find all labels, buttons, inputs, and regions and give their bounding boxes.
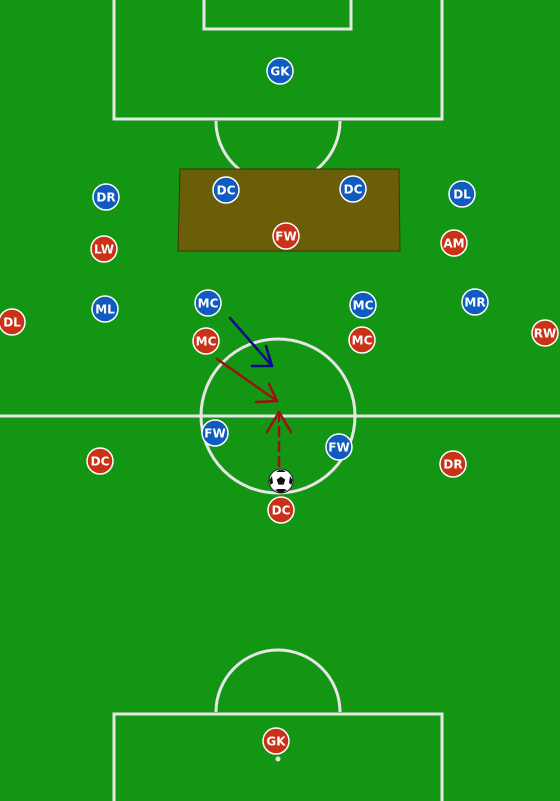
blue-player-mc-left[interactable]: MC xyxy=(194,289,222,317)
red-player-lw-label: LW xyxy=(94,243,114,257)
soccer-ball-icon[interactable] xyxy=(268,468,294,494)
red-player-gk[interactable]: GK xyxy=(262,727,290,755)
blue-player-mc-right[interactable]: MC xyxy=(349,291,377,319)
blue-player-gk-label: GK xyxy=(270,65,290,79)
red-player-rw[interactable]: RW xyxy=(531,319,559,347)
blue-team: GK DC DC DR DL ML MC MC xyxy=(91,57,489,461)
blue-arrow xyxy=(228,316,274,368)
red-player-fw-label: FW xyxy=(275,230,296,244)
red-player-gk-label: GK xyxy=(266,735,286,749)
red-player-dl[interactable]: DL xyxy=(0,308,26,336)
blue-player-dc-left-label: DC xyxy=(217,184,236,198)
red-player-mc-right[interactable]: MC xyxy=(348,326,376,354)
blue-player-dc-right-label: DC xyxy=(344,183,363,197)
blue-player-dc-right[interactable]: DC xyxy=(339,175,367,203)
red-player-lw[interactable]: LW xyxy=(90,235,118,263)
blue-player-dl-label: DL xyxy=(453,188,471,202)
bottom-penalty-arc xyxy=(214,648,342,713)
red-player-mc-left-label: MC xyxy=(196,335,217,349)
blue-player-dr-label: DR xyxy=(96,191,115,205)
blue-player-fw-right-label: FW xyxy=(328,441,349,455)
blue-player-dr[interactable]: DR xyxy=(92,183,120,211)
red-player-mc-right-label: MC xyxy=(352,334,373,348)
red-team: FW LW AM DL RW MC MC DC xyxy=(0,222,559,755)
bottom-penalty-box xyxy=(112,712,444,801)
blue-player-mc-left-label: MC xyxy=(198,297,219,311)
red-player-dc-left[interactable]: DC xyxy=(86,447,114,475)
blue-player-gk[interactable]: GK xyxy=(266,57,294,85)
blue-player-mr-label: MR xyxy=(464,296,485,310)
blue-player-fw-left-label: FW xyxy=(204,427,225,441)
red-player-dc-center[interactable]: DC xyxy=(267,496,295,524)
blue-player-dl[interactable]: DL xyxy=(448,180,476,208)
blue-player-fw-left[interactable]: FW xyxy=(201,419,229,447)
arrows xyxy=(215,316,293,468)
top-goal-box xyxy=(202,0,353,31)
red-player-fw[interactable]: FW xyxy=(272,222,300,250)
red-arrow-vertical xyxy=(265,410,293,468)
blue-player-fw-right[interactable]: FW xyxy=(325,433,353,461)
red-player-dl-label: DL xyxy=(3,316,21,330)
red-player-dr[interactable]: DR xyxy=(439,450,467,478)
blue-player-mc-right-label: MC xyxy=(353,299,374,313)
blue-player-ml[interactable]: ML xyxy=(91,295,119,323)
blue-player-ml-label: ML xyxy=(95,303,115,317)
top-penalty-box xyxy=(112,0,444,121)
red-player-dc-left-label: DC xyxy=(91,455,110,469)
penalty-spot xyxy=(275,756,281,762)
blue-player-mr[interactable]: MR xyxy=(461,288,489,316)
red-player-rw-label: RW xyxy=(534,327,556,341)
red-player-am-label: AM xyxy=(443,237,464,251)
red-player-am[interactable]: AM xyxy=(440,229,468,257)
red-player-dr-label: DR xyxy=(443,458,462,472)
blue-player-dc-left[interactable]: DC xyxy=(212,176,240,204)
red-player-dc-center-label: DC xyxy=(272,504,291,518)
red-arrow-diagonal xyxy=(215,357,279,404)
red-player-mc-left[interactable]: MC xyxy=(192,327,220,355)
